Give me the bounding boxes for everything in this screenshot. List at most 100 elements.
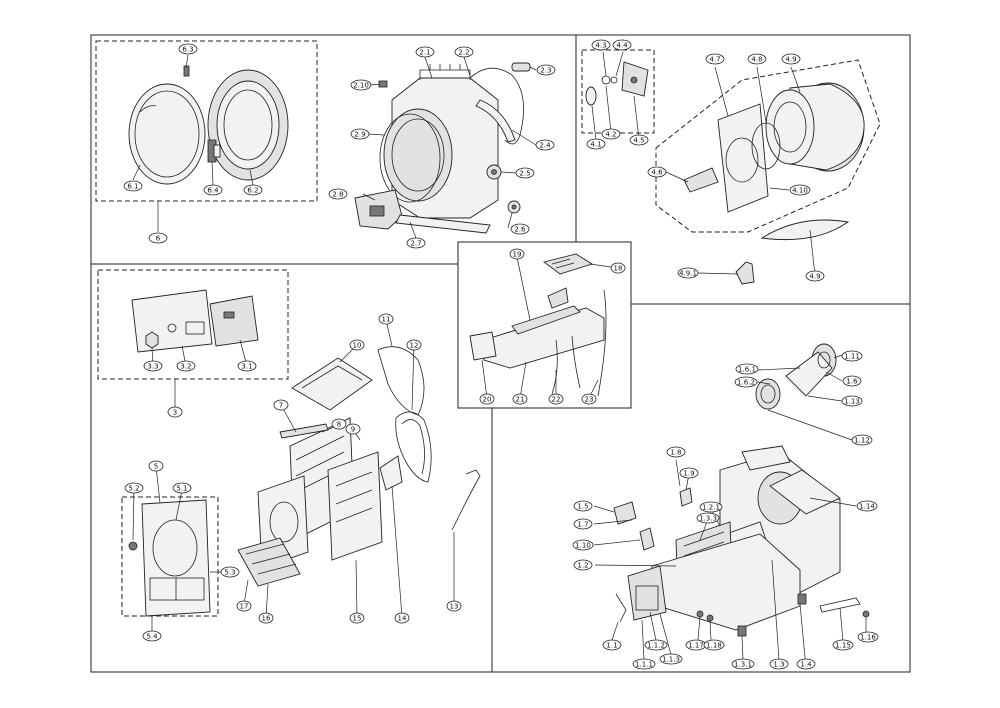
label-6: 6 xyxy=(156,235,161,243)
callout-1-3-1: 1.3.1 xyxy=(731,658,755,670)
callout-7: 7 xyxy=(273,399,289,411)
callout-1-2-1: 1.2.1 xyxy=(699,501,723,513)
compressor-cover xyxy=(627,565,667,621)
callout-12: 12 xyxy=(406,339,422,351)
callout-2-7: 2.7 xyxy=(406,237,426,249)
drum-seal xyxy=(751,122,781,170)
label-2-8: 2.8 xyxy=(332,191,343,199)
air-duct xyxy=(769,469,841,515)
label-14: 14 xyxy=(398,615,407,623)
label-12: 12 xyxy=(410,342,419,350)
callout-3-2: 3.2 xyxy=(176,360,196,372)
label-3: 3 xyxy=(173,409,177,417)
callout-1-3: 1.3 xyxy=(769,658,789,670)
callout-1-4: 1.4 xyxy=(796,658,816,670)
callout-1-16: 1.16 xyxy=(857,631,879,643)
label-8: 8 xyxy=(337,421,341,429)
callout-4-5: 4.5 xyxy=(629,134,649,146)
callout-5-4: 5.4 xyxy=(142,630,162,642)
control-box-lid xyxy=(542,253,594,275)
drum-cylinder xyxy=(765,82,865,172)
label-11: 11 xyxy=(382,316,391,324)
door-handle-latch xyxy=(183,65,190,77)
callout-5-3: 5.3 xyxy=(220,566,240,578)
callout-8: 8 xyxy=(331,418,347,430)
callout-4-10: 4.10 xyxy=(789,184,811,196)
label-5-3: 5.3 xyxy=(224,569,235,577)
label-4-9-1: 4.9.1 xyxy=(679,270,697,278)
label-7: 7 xyxy=(279,402,283,410)
callout-6-3: 6.3 xyxy=(178,43,198,55)
drum-felt-strip xyxy=(760,219,850,241)
callout-4-9-b: 4.9 xyxy=(805,270,825,282)
callout-1-1: 1.1 xyxy=(602,639,622,651)
callout-14: 14 xyxy=(394,612,410,624)
callout-1-7: 1.7 xyxy=(573,518,593,530)
callout-10: 10 xyxy=(349,339,365,351)
label-2-6: 2.6 xyxy=(514,226,526,234)
label-1-3-1: 1.3.1 xyxy=(734,661,752,669)
control-panel-fascia xyxy=(131,289,213,353)
label-6-3: 6.3 xyxy=(182,46,193,54)
label-1-6-1: 1.6.1 xyxy=(738,366,756,374)
callout-1-11: 1.11 xyxy=(841,350,863,362)
label-1-1: 1.1 xyxy=(606,642,617,650)
bottom-strip xyxy=(395,214,491,234)
rear-seal-strip xyxy=(475,99,516,143)
callout-labels: 6.3 6.1 6.4 6.2 6 2.1 2.2 2.3 2.10 2.9 2… xyxy=(123,39,879,670)
bearing-group xyxy=(581,49,655,134)
label-17: 17 xyxy=(240,603,249,611)
callout-4-9: 4.9 xyxy=(781,53,801,65)
callout-1-12: 1.12 xyxy=(851,434,873,446)
label-1-18: 1.18 xyxy=(706,642,722,650)
callout-4-6: 4.6 xyxy=(647,166,667,178)
label-20: 20 xyxy=(483,396,492,404)
callout-1-13: 1.13 xyxy=(841,395,863,407)
callout-1-8: 1.8 xyxy=(666,446,686,458)
callout-1-17: 1.17 xyxy=(685,639,707,651)
callout-1-1-3: 1.1.3 xyxy=(659,653,683,665)
callout-2-2: 2.2 xyxy=(454,46,474,58)
label-13: 13 xyxy=(450,603,459,611)
label-1-8: 1.8 xyxy=(670,449,681,457)
label-1-14: 1.14 xyxy=(859,503,875,511)
label-1-1-3: 1.1.3 xyxy=(662,656,680,664)
label-5-2: 5.2 xyxy=(128,485,139,493)
callout-1-6-1: 1.6.1 xyxy=(735,363,759,375)
label-2-1: 2.1 xyxy=(419,49,430,57)
label-1-1-2: 1.1.2 xyxy=(647,642,665,650)
callout-4-2: 4.2 xyxy=(601,128,621,140)
callout-6-1: 6.1 xyxy=(123,180,143,192)
drum-back-plate xyxy=(717,103,769,213)
callout-1-18: 1.18 xyxy=(703,639,725,651)
callout-16: 16 xyxy=(258,612,274,624)
callout-18: 18 xyxy=(610,262,626,274)
callout-9: 9 xyxy=(345,423,361,435)
label-21: 21 xyxy=(516,396,525,404)
label-1-17: 1.17 xyxy=(688,642,704,650)
drain-hose-clip xyxy=(819,597,861,613)
program-knob xyxy=(145,331,159,349)
label-1-15: 1.15 xyxy=(835,642,851,650)
callout-4-4: 4.4 xyxy=(612,39,632,51)
label-3-2: 3.2 xyxy=(180,363,191,371)
top-cover xyxy=(291,357,373,411)
callout-4-1: 4.1 xyxy=(586,138,606,150)
callout-4-3: 4.3 xyxy=(591,39,611,51)
control-panel-pcb xyxy=(209,295,259,347)
callout-5: 5 xyxy=(148,460,164,472)
side-panel-right xyxy=(327,451,383,561)
callout-2-9: 2.9 xyxy=(350,128,370,140)
leveling-foot-b xyxy=(797,593,807,605)
label-1-9: 1.9 xyxy=(683,470,694,478)
label-1-4: 1.4 xyxy=(800,661,812,669)
callout-1-10: 1.10 xyxy=(572,539,594,551)
connector-plug xyxy=(378,80,388,88)
callout-1-15: 1.15 xyxy=(832,639,854,651)
label-10: 10 xyxy=(353,342,362,350)
ntc-sensor xyxy=(639,527,655,551)
callout-2-1: 2.1 xyxy=(415,46,435,58)
drum-roller xyxy=(735,261,755,285)
label-1-6: 1.6 xyxy=(846,378,858,386)
